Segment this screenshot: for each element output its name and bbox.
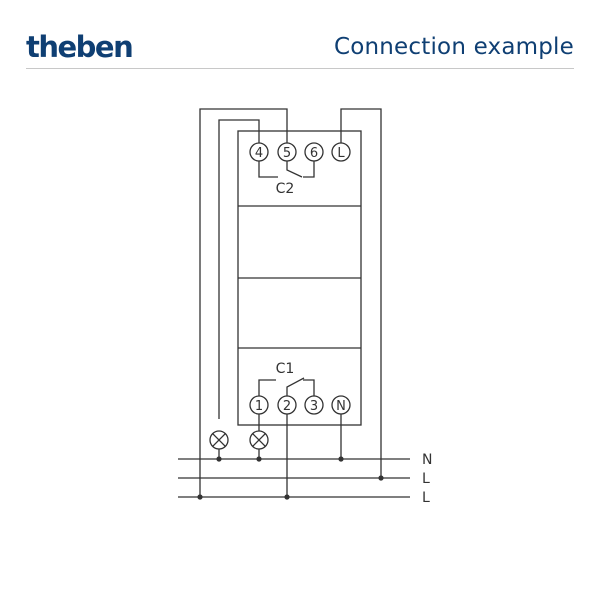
wire-L-terminal xyxy=(340,108,382,478)
c1-contact-right xyxy=(303,379,315,396)
terminal-6 xyxy=(304,142,324,162)
terminal-label: N xyxy=(336,399,346,414)
junction-dots xyxy=(197,456,384,500)
header-divider xyxy=(26,68,574,69)
terminal-5 xyxy=(277,142,297,162)
junction-dot xyxy=(338,456,344,462)
bottom-terminals: 1 2 3 N xyxy=(249,395,351,415)
wiring xyxy=(178,108,410,498)
line-label-N: N xyxy=(422,452,432,468)
terminal-label: 4 xyxy=(255,146,263,161)
junction-dot xyxy=(256,456,262,462)
top-terminals: 4 5 6 L xyxy=(249,142,351,162)
c1-contact-left xyxy=(258,379,276,396)
terminal-label: 2 xyxy=(283,399,291,414)
terminal-N xyxy=(331,395,351,415)
lamp-icon xyxy=(209,430,229,450)
contact-label-c1: C1 xyxy=(276,361,295,377)
terminal-L xyxy=(331,142,351,162)
c2-contact-switch xyxy=(286,161,303,178)
terminal-4 xyxy=(249,142,269,162)
junction-dot xyxy=(378,475,384,481)
page-title: Connection example xyxy=(333,34,574,60)
junction-dot xyxy=(284,494,290,500)
contact-label-c2: C2 xyxy=(276,181,295,197)
junction-dot xyxy=(216,456,222,462)
line-label-L: L xyxy=(422,490,430,506)
lamp-icon xyxy=(249,430,269,450)
terminal-2 xyxy=(277,395,297,415)
wire-L-to-5 xyxy=(199,108,288,497)
c2-contact-right xyxy=(303,161,315,178)
terminal-label: 1 xyxy=(255,399,263,414)
junction-dot xyxy=(197,494,203,500)
line-label-L: L xyxy=(422,471,430,487)
terminal-label: 5 xyxy=(283,146,291,161)
c2-contact-left xyxy=(258,161,278,178)
terminal-1 xyxy=(249,395,269,415)
terminal-3 xyxy=(304,395,324,415)
wire-lamp-to-4 xyxy=(218,119,260,419)
terminal-label: 3 xyxy=(310,399,318,414)
terminal-label: 6 xyxy=(310,146,318,161)
terminal-label: L xyxy=(337,146,345,161)
theben-logo: theben xyxy=(26,30,134,64)
c1-contact-switch xyxy=(286,377,305,396)
